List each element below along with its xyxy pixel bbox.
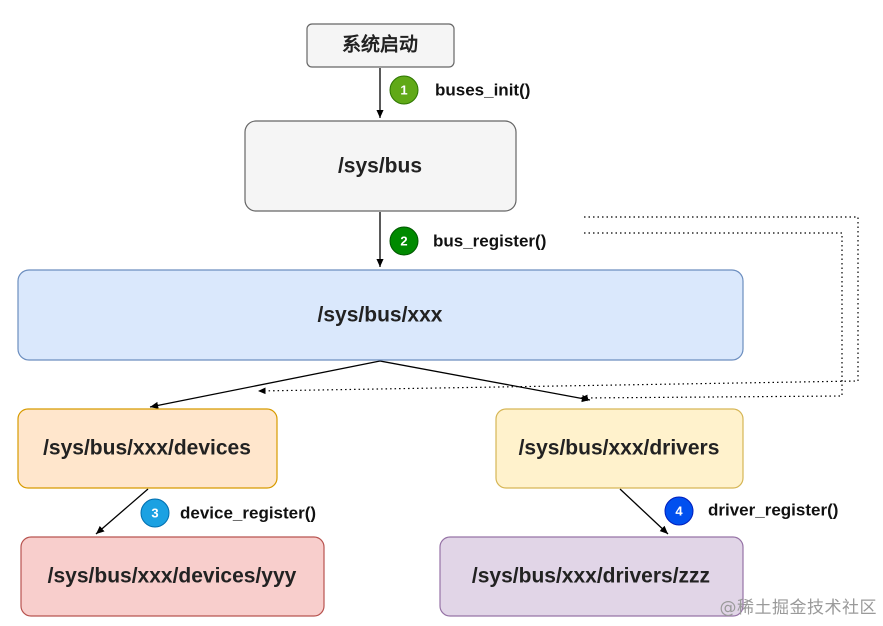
step-3-badge xyxy=(140,498,170,528)
step-1-badge xyxy=(389,75,419,105)
node-devices-box xyxy=(17,408,278,489)
edge-xxx-to-drivers xyxy=(379,360,591,403)
node-sys-bus: /sys/bus xyxy=(244,120,517,212)
step-4: 4 driver_register() xyxy=(664,496,838,526)
watermark: @稀土掘金技术社区 xyxy=(719,598,877,618)
step-2: 2 bus_register() xyxy=(389,226,546,256)
edge-devices-to-yyy xyxy=(95,488,149,535)
node-sys-bus-box xyxy=(244,120,517,212)
node-drivers-box xyxy=(495,408,744,489)
node-devices: /sys/bus/xxx/devices xyxy=(17,408,278,489)
connectors xyxy=(95,68,859,535)
edge-xxx-to-devices xyxy=(149,360,381,409)
step-3-function: device_register() xyxy=(180,504,316,523)
node-drivers-zzz: /sys/bus/xxx/drivers/zzz xyxy=(439,536,744,617)
step-4-function: driver_register() xyxy=(708,501,838,520)
node-drivers: /sys/bus/xxx/drivers xyxy=(495,408,744,489)
node-devices-yyy-box xyxy=(20,536,325,617)
step-4-badge xyxy=(664,496,694,526)
step-1: 1 buses_init() xyxy=(389,75,530,105)
node-boot-label: 系统启动 xyxy=(342,33,418,56)
node-boot-box xyxy=(306,23,455,68)
node-drivers-zzz-box xyxy=(439,536,744,617)
node-sys-bus-xxx-label: /sys/bus/xxx xyxy=(318,304,443,327)
node-boot: 系统启动 xyxy=(306,23,455,68)
node-devices-yyy-label: /sys/bus/xxx/devices/yyy xyxy=(48,565,297,588)
node-sys-bus-xxx: /sys/bus/xxx xyxy=(17,269,744,361)
node-devices-label: /sys/bus/xxx/devices xyxy=(43,437,251,460)
node-drivers-zzz-label: /sys/bus/xxx/drivers/zzz xyxy=(472,565,710,588)
node-drivers-label: /sys/bus/xxx/drivers xyxy=(519,437,720,460)
edge-drivers-to-zzz xyxy=(619,488,669,535)
step-4-number: 4 xyxy=(675,504,683,519)
node-sys-bus-xxx-box xyxy=(17,269,744,361)
step-1-function: buses_init() xyxy=(435,81,530,100)
node-sys-bus-label: /sys/bus xyxy=(338,155,422,178)
node-devices-yyy: /sys/bus/xxx/devices/yyy xyxy=(20,536,325,617)
step-1-number: 1 xyxy=(400,83,407,98)
step-2-number: 2 xyxy=(400,234,407,249)
dotted-edge-to-devices xyxy=(257,216,859,395)
step-3: 3 device_register() xyxy=(140,498,316,528)
step-2-badge xyxy=(389,226,419,256)
step-3-number: 3 xyxy=(151,506,158,521)
step-2-function: bus_register() xyxy=(433,232,546,251)
